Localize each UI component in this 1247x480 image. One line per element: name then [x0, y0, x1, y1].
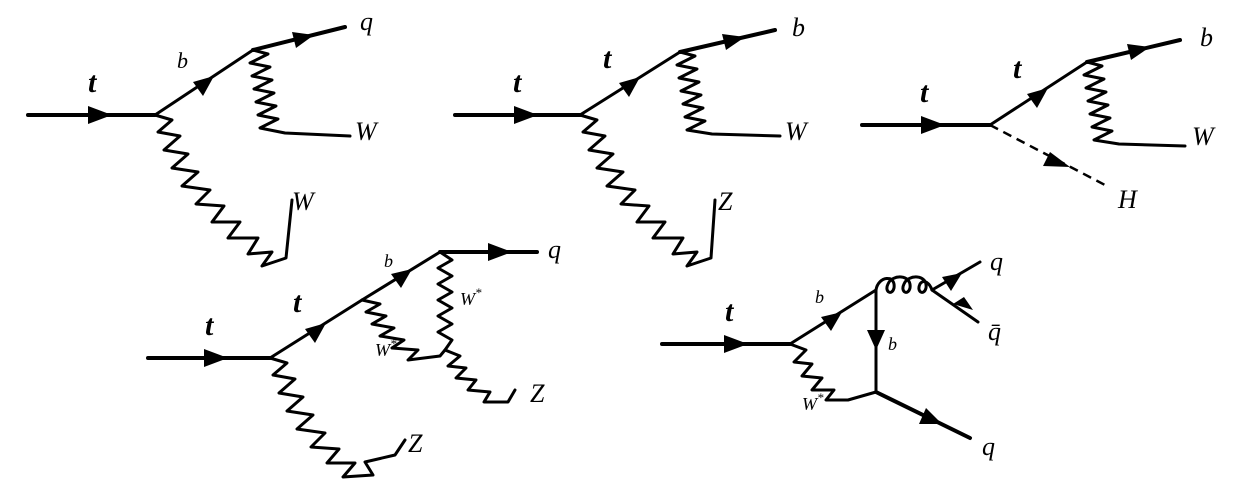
diagram-t-to-bW-to-qWW: t b q W W	[26, 7, 379, 268]
label-q1: q	[990, 247, 1003, 276]
higgs-arrow	[1043, 152, 1070, 167]
bottom-quark-arrow	[722, 34, 745, 50]
label-b: b	[177, 48, 188, 73]
w-star-boson	[788, 342, 878, 402]
diagram-t-to-tZ-to-bWZ: t t b W Z	[453, 13, 809, 268]
top-quark-arrow-in	[204, 349, 228, 367]
label-w-star: W*	[802, 390, 824, 414]
bottom-quark-arrow-1	[821, 312, 842, 331]
label-w2: W	[292, 187, 316, 216]
z-boson-1	[443, 348, 517, 404]
diagram-t-to-tH-to-bWH: t t b W H	[860, 23, 1216, 214]
z-boson	[578, 113, 717, 268]
label-q: q	[548, 235, 561, 264]
w-boson	[1082, 60, 1187, 148]
qbar-arrow	[953, 297, 973, 310]
label-b: b	[384, 251, 393, 271]
label-h: H	[1117, 185, 1138, 214]
top-quark-arrow	[724, 335, 748, 353]
label-z2: Z	[408, 429, 423, 458]
label-b: b	[792, 13, 805, 42]
label-t1: t	[513, 66, 523, 99]
label-t2: t	[603, 42, 613, 75]
diagram-t-to-qZZ-loop: t t b q W* W* Z Z	[146, 235, 561, 479]
label-t: t	[88, 66, 98, 99]
label-b2: b	[888, 334, 897, 354]
w-boson-1	[248, 48, 352, 138]
label-z: Z	[718, 187, 733, 216]
w-boson-2	[153, 113, 294, 268]
label-w1: W	[355, 117, 379, 146]
label-q: q	[360, 7, 373, 36]
label-t2: t	[1013, 52, 1023, 85]
label-qbar: q̄	[988, 317, 1001, 346]
w-star-boson-diagonal	[360, 298, 447, 362]
label-w-star-1: W*	[460, 285, 482, 309]
bottom-quark-arrow	[193, 76, 214, 96]
top-quark-arrow-in	[514, 106, 538, 124]
label-t1: t	[920, 76, 930, 109]
q-arrow-bottom	[919, 408, 942, 424]
qbar-line	[930, 288, 980, 324]
q-arrow	[488, 243, 512, 261]
w-boson	[675, 50, 782, 138]
bottom-quark-arrow	[391, 269, 412, 288]
label-b: b	[1200, 23, 1213, 52]
top-quark-arrow-internal	[305, 323, 326, 343]
label-t2: t	[293, 286, 303, 319]
label-w: W	[785, 117, 809, 146]
bottom-quark-arrow	[1127, 44, 1150, 60]
label-q2: q	[982, 432, 995, 461]
q-arrow-top	[942, 273, 962, 291]
z-boson-2	[268, 356, 407, 479]
top-quark-arrow	[88, 106, 112, 124]
label-w-star-2: W*	[375, 336, 397, 360]
label-t: t	[725, 295, 735, 328]
top-quark-arrow-internal	[1027, 88, 1048, 108]
top-quark-arrow-in	[921, 116, 945, 134]
gluon-loop	[874, 275, 934, 294]
label-b1: b	[815, 287, 824, 307]
label-z1: Z	[530, 379, 545, 408]
bottom-quark-arrow-2	[867, 330, 885, 350]
diagram-t-to-qqq-gluon: t b b W* q q̄ q	[660, 247, 1003, 461]
q-arrow	[292, 32, 314, 48]
label-t1: t	[205, 309, 215, 342]
top-quark-arrow-internal	[619, 77, 640, 97]
higgs-dashed-line	[989, 123, 1106, 187]
label-w: W	[1192, 122, 1216, 151]
w-star-boson-vertical	[436, 250, 454, 352]
